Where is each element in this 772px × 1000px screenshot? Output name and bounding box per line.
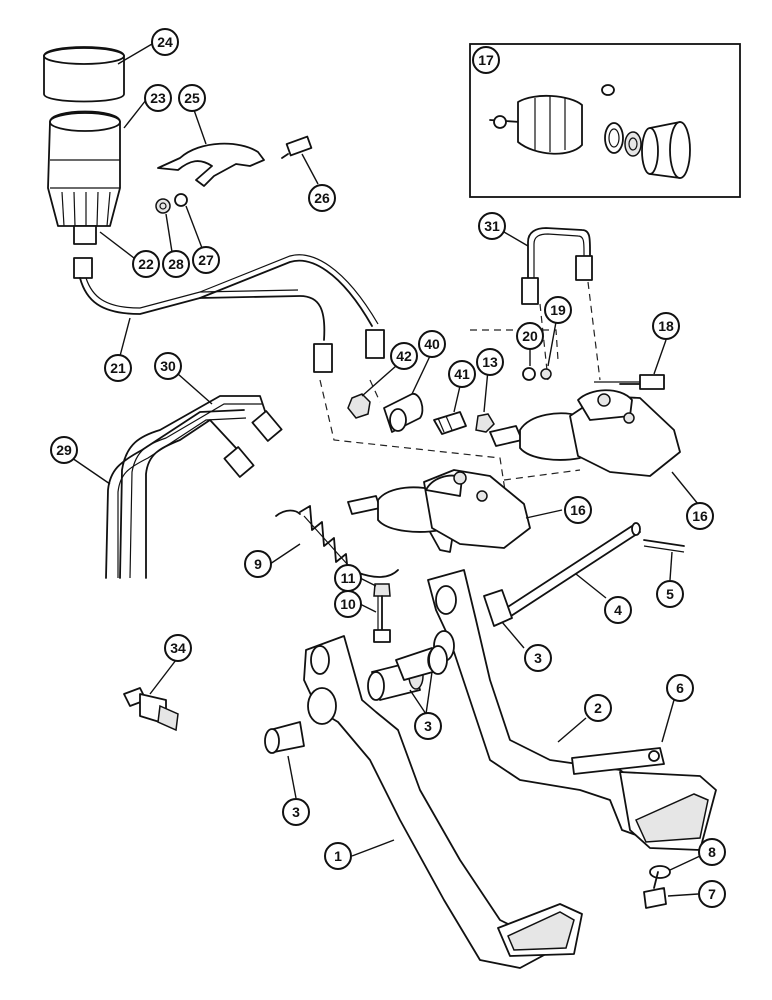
svg-text:7: 7 (708, 886, 716, 902)
callout-22: 22 (132, 250, 160, 278)
svg-text:22: 22 (138, 256, 154, 272)
bolt-and-nut (373, 583, 391, 643)
svg-text:4: 4 (614, 602, 622, 618)
callout-29: 29 (50, 436, 78, 464)
callout-34: 34 (164, 634, 192, 662)
svg-text:40: 40 (424, 336, 440, 352)
brake-pedal (427, 569, 717, 851)
svg-text:31: 31 (484, 218, 500, 234)
inset-box-17 (469, 43, 741, 198)
brake-pipes (105, 395, 283, 579)
callout-1: 1 (324, 842, 352, 870)
leader-lines (71, 43, 701, 897)
callout-19: 19 (544, 296, 572, 324)
svg-text:3: 3 (534, 650, 542, 666)
callout-7: 7 (698, 880, 726, 908)
reservoir-clamp (157, 142, 265, 187)
callout-18: 18 (652, 312, 680, 340)
svg-text:8: 8 (708, 844, 716, 860)
svg-text:1: 1 (334, 848, 342, 864)
callout-26: 26 (308, 184, 336, 212)
callout-30: 30 (154, 352, 182, 380)
callout-6: 6 (666, 674, 694, 702)
svg-text:20: 20 (522, 328, 538, 344)
callout-25: 25 (178, 84, 206, 112)
svg-text:3: 3 (424, 718, 432, 734)
callout-20: 20 (516, 322, 544, 350)
svg-text:41: 41 (454, 366, 470, 382)
callout-16-front: 16 (564, 496, 592, 524)
svg-text:29: 29 (56, 442, 72, 458)
svg-text:27: 27 (198, 252, 214, 268)
svg-text:10: 10 (340, 596, 356, 612)
svg-text:19: 19 (550, 302, 566, 318)
callout-8: 8 (698, 838, 726, 866)
reservoir-cap (43, 46, 125, 103)
svg-text:23: 23 (150, 90, 166, 106)
svg-text:13: 13 (482, 354, 498, 370)
svg-text:21: 21 (110, 360, 126, 376)
svg-text:25: 25 (184, 90, 200, 106)
callout-24: 24 (151, 28, 179, 56)
callout-2: 2 (584, 694, 612, 722)
nut-and-washer (155, 193, 188, 214)
svg-text:16: 16 (570, 502, 586, 518)
svg-text:11: 11 (341, 570, 356, 586)
svg-text:30: 30 (160, 358, 176, 374)
svg-text:18: 18 (658, 318, 674, 334)
callout-3-shaft: 3 (524, 644, 552, 672)
pedal-shaft (483, 522, 641, 627)
union-fittings (347, 367, 552, 435)
callout-23: 23 (144, 84, 172, 112)
callout-28: 28 (162, 250, 190, 278)
svg-text:24: 24 (157, 34, 173, 50)
bushings (264, 645, 448, 754)
callout-21: 21 (104, 354, 132, 382)
svg-text:6: 6 (676, 680, 684, 696)
callout-40: 40 (418, 330, 446, 358)
callout-17: 17 (472, 46, 500, 74)
pedal-bolt (643, 865, 671, 909)
master-cylinder-front (347, 469, 531, 553)
pedal-switch (123, 687, 179, 732)
clamp-bolt (281, 135, 313, 159)
fluid-reservoir (47, 110, 121, 245)
callout-16-rear: 16 (686, 502, 714, 530)
callout-10: 10 (334, 590, 362, 618)
svg-text:34: 34 (170, 640, 186, 656)
svg-text:3: 3 (292, 804, 300, 820)
master-cylinder-rear (489, 374, 681, 477)
svg-text:16: 16 (692, 508, 708, 524)
svg-text:26: 26 (314, 190, 330, 206)
pivot-pin (643, 539, 685, 553)
callout-31: 31 (478, 212, 506, 240)
callout-9: 9 (244, 550, 272, 578)
callout-3-left: 3 (282, 798, 310, 826)
feed-pipe (73, 254, 385, 373)
pipe-31 (521, 227, 593, 305)
callout-42: 42 (390, 342, 418, 370)
callout-13: 13 (476, 348, 504, 376)
callout-5: 5 (656, 580, 684, 608)
callout-3-bushing: 3 (414, 712, 442, 740)
svg-text:9: 9 (254, 556, 262, 572)
callout-27: 27 (192, 246, 220, 274)
callout-11: 11 (334, 564, 362, 592)
svg-text:42: 42 (396, 348, 412, 364)
callout-41: 41 (448, 360, 476, 388)
svg-text:5: 5 (666, 586, 674, 602)
callout-4: 4 (604, 596, 632, 624)
svg-text:17: 17 (478, 52, 494, 68)
alignment-lines (319, 281, 601, 511)
clutch-pedal (303, 635, 583, 969)
svg-text:28: 28 (168, 256, 184, 272)
svg-text:2: 2 (594, 700, 602, 716)
